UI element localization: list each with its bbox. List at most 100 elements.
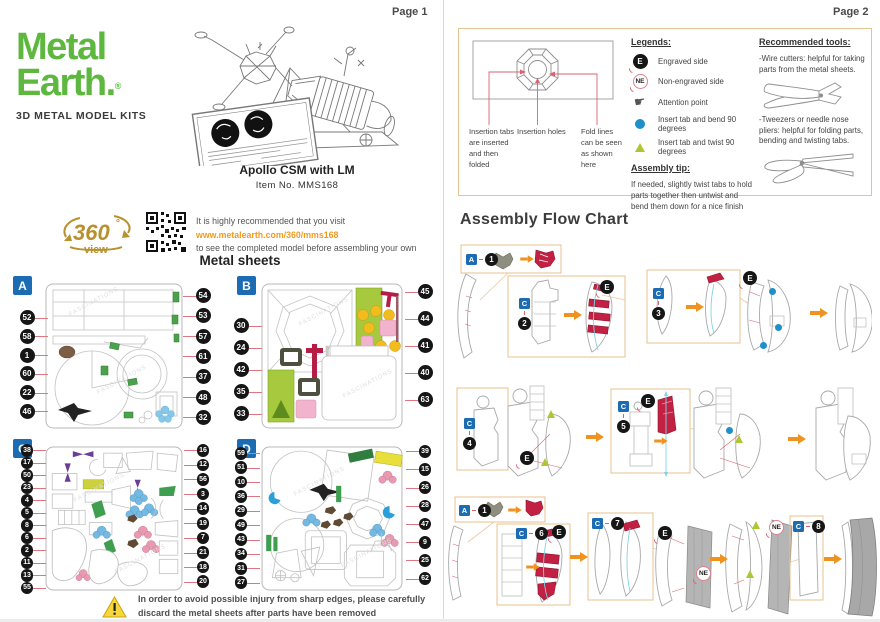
part-number-badge: 52 [19,310,48,325]
insertion-holes-label: Insertion holes [517,127,566,136]
part-number-badge: 25 [406,554,432,567]
part-number-badge: 30 [233,318,262,333]
engraved-badge-icon: E [658,526,672,540]
part-number-badge: 29 [234,504,260,517]
part-number-badge: 44 [404,311,433,326]
arrow-icon [810,308,828,318]
sheet-tag: C [592,518,603,529]
part-number-badge: 61 [182,348,211,364]
part-number-badge: 6 [20,531,46,544]
panel-a-sheet: FASCINATIONS FASCINATIONS [44,282,184,430]
attention-hand-icon: ☛ [633,93,647,110]
blue-dot-icon [635,119,645,129]
arrow-icon [526,563,540,571]
part-number-badge: 59 [234,447,260,460]
part-number-badge: 55 [20,581,46,594]
logo-line-1: Metal [16,26,107,68]
part-number-badge: 9 [406,536,432,549]
engraved-badge-icon: E [743,271,757,285]
sheet-tag: A [466,254,477,265]
arrow-icon [586,432,604,442]
part-number-badge: 5 [20,506,46,519]
part-number-badge: 50 [20,469,46,482]
assembly-flow-chart-title: Assembly Flow Chart [460,211,629,228]
part-number-badge: 51 [234,461,260,474]
assembly-tip-title: Assembly tip: [631,163,691,173]
engraved-badge-icon: E [641,394,655,408]
engraved-badge-icon: E [552,525,566,539]
flow-row-3-art [448,496,877,617]
panel-d-sheet: FASCINATIONS FASCINATIONS [260,445,404,592]
fold-lines-label: Fold lines can be seen as shown here [581,127,622,169]
green-triangle-icon [547,410,555,418]
legend-and-tools-box: Insertion tabs are inserted and then fol… [458,28,872,211]
legend-bend-tab: Insert tab and bend 90 degrees [631,115,757,133]
logo-line-2: Earth.® [16,61,122,104]
metalearth-360-link[interactable]: www.metalearth.com/360/mms168 [196,229,339,240]
part-number-badge: 20 [184,575,210,588]
arrow-icon [824,554,842,564]
part-number-badge: 1 [19,347,48,363]
panel-c-sheet: FASCINATIONS FASCINATIONS [44,445,184,592]
arrow-icon [686,302,704,312]
part-number-badge: 8 [20,519,46,532]
insertion-tabs-label: Insertion tabs are inserted and then fol… [469,127,515,169]
green-triangle-icon [735,435,743,443]
part-number-badge: 43 [234,533,260,546]
360-note: It is highly recommended that you visit … [196,215,417,256]
step-number: 5 [617,420,630,433]
sheet-tag: C [464,418,475,429]
step-number: 1 [485,253,498,266]
360-number: 360 [73,220,110,245]
legend-non-engraved: NE Non-engraved side [631,74,757,89]
arrow-icon [570,552,588,562]
part-number-badge: 26 [406,481,432,494]
part-number-badge: 7 [184,531,210,545]
part-number-badge: 54 [182,288,211,303]
legends-section: Legends: E Engraved side NE Non-engraved… [631,37,757,213]
note-line-2: to see the completed model before assemb… [196,243,417,254]
page-1-label: Page 1 [392,6,428,18]
part-number-badge: 3 [184,487,210,501]
engraved-badge-icon: E [600,280,614,294]
part-number-badge: 60 [19,366,48,382]
part-number-badge: 32 [182,409,211,425]
page-2-label: Page 2 [833,6,869,18]
part-number-badge: 28 [406,499,432,513]
part-number-badge: 45 [404,284,433,299]
sheet-tag: A [459,505,470,516]
step-number: 1 [478,504,491,517]
green-triangle-icon [746,570,754,578]
part-number-badge: 63 [404,392,433,407]
apollo-csm-lm-illustration [191,26,400,166]
sheet-tag: C [653,288,664,299]
legend-twist-tab: Insert tab and twist 90 degrees [631,138,757,156]
product-caption: Apollo CSM with LM Item No. MMS168 [208,163,386,191]
panel-b-sheet: FASCINATIONS FASCINATIONS [260,282,404,430]
legend-engraved: E Engraved side [631,54,757,69]
pliers-text: -Tweezers or needle nose pliers: helpful… [759,115,864,146]
page-2: Page 2 [444,0,880,622]
arrow-icon [710,554,728,564]
tools-title: Recommended tools: [759,37,851,47]
part-number-badge: 10 [234,475,260,489]
blue-dot-icon [726,427,733,434]
part-number-badge: 12 [184,458,210,472]
green-triangle-icon [635,142,645,152]
part-number-badge: 47 [406,517,432,531]
part-number-badge: 35 [233,384,262,399]
